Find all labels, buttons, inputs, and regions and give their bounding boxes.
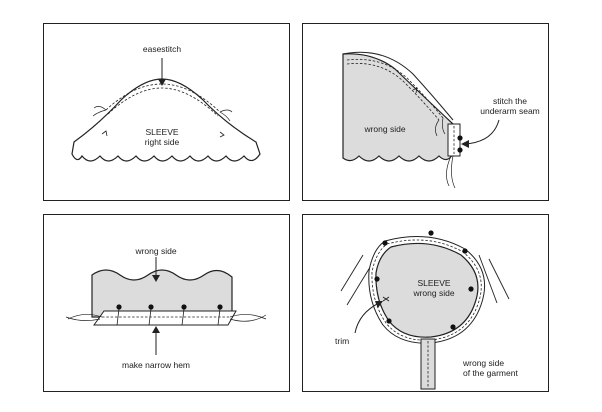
label-wrong-side: wrong side (413, 288, 455, 298)
pin-head (450, 324, 456, 330)
sleeve-outline (71, 78, 261, 162)
label-wrong-side: wrong side (135, 246, 177, 256)
label-stitch-line1: stitch the (492, 96, 528, 106)
notch-right (219, 131, 225, 138)
pin-head (148, 304, 154, 310)
pin-head (217, 304, 223, 310)
notch (412, 87, 418, 94)
pin-head (457, 147, 463, 153)
label-garment-line2: of the garment (463, 368, 518, 378)
label-make-narrow-hem: make narrow hem (121, 360, 191, 370)
pin-head (374, 276, 380, 282)
pin-head (116, 304, 122, 310)
easestitch-arrowhead (158, 79, 166, 86)
trim-arrow (354, 302, 380, 334)
underarm-seam-illustration (342, 51, 500, 189)
narrow-hem-illustration (65, 257, 267, 355)
thread-tail-left (65, 314, 103, 321)
stitch-arrow (464, 119, 500, 145)
pin-shaft (116, 308, 120, 326)
cap-stitch-line-2 (346, 63, 440, 121)
label-stitch-line2: underarm seam (480, 106, 540, 116)
scissors-icon (382, 296, 390, 302)
pin-head (468, 286, 474, 292)
pin-head (386, 318, 392, 324)
set-sleeve-illustration (340, 230, 510, 390)
thread-tail (435, 117, 446, 137)
label-wrong-side: wrong side (364, 124, 406, 134)
wrong-side-arrowhead (152, 275, 160, 282)
label-sleeve: SLEEVE (417, 278, 451, 288)
ease-stitch-line-2 (107, 87, 219, 117)
pin-shaft (181, 308, 185, 326)
pin-head (457, 135, 463, 141)
thread-tail-right (229, 314, 267, 322)
pin-head (181, 304, 187, 310)
sleeve-folded-shape (342, 53, 454, 162)
pin-head (428, 230, 434, 236)
thread-tail-right (219, 109, 233, 122)
pin-head (462, 248, 468, 254)
trim-arrowhead (375, 301, 383, 308)
pin-head (382, 240, 388, 246)
thread-tail-left (92, 106, 107, 117)
panel-easestitch: easestitch SLEEVE right side (43, 23, 290, 201)
sleeve-cap-edge (342, 51, 454, 121)
panel-narrow-hem: wrong side make narrow hem (43, 214, 290, 392)
sleeve-fabric (91, 269, 233, 318)
label-easestitch: easestitch (142, 44, 182, 54)
panel-underarm-seam: wrong side stitch the underarm seam (302, 23, 549, 201)
hem-arrowhead (152, 326, 160, 333)
sleeve-cap-illustration (71, 58, 261, 162)
garment-line-right (478, 254, 510, 304)
pin-shaft (217, 308, 221, 326)
panel-set-sleeve: SLEEVE wrong side trim wrong side of the… (302, 214, 549, 392)
label-sleeve: SLEEVE (145, 127, 179, 137)
label-garment-line1: wrong side (463, 358, 505, 368)
pin-shaft (148, 308, 152, 326)
thread-tail-bottom (446, 155, 456, 189)
hem-band (93, 310, 237, 326)
label-right-side: right side (144, 137, 180, 147)
sleeve-shape (375, 242, 479, 338)
stitch-arrowhead (461, 140, 469, 148)
cap-stitch-line (346, 59, 444, 119)
notch-left (101, 130, 108, 137)
label-trim: trim (335, 336, 350, 346)
